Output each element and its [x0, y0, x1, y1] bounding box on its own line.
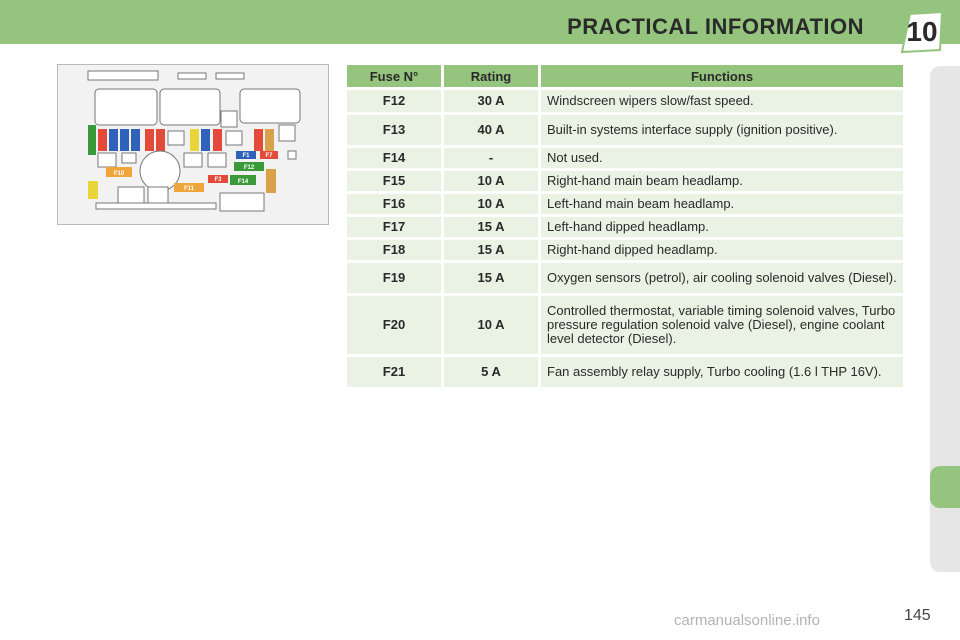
- table-row: F19 15 A Oxygen sensors (petrol), air co…: [347, 263, 903, 293]
- fuse-rating: 15 A: [444, 240, 538, 260]
- fuse-number: F15: [347, 171, 441, 191]
- fuse-number: F20: [347, 296, 441, 354]
- fuse-function: Windscreen wipers slow/fast speed.: [541, 90, 903, 112]
- fuse-number: F14: [347, 148, 441, 168]
- fuse-rating: 15 A: [444, 217, 538, 237]
- diagram-label-f14: F14: [238, 179, 249, 185]
- fuse-number: F12: [347, 90, 441, 112]
- fuse-rating: 10 A: [444, 296, 538, 354]
- fuse-number: F17: [347, 217, 441, 237]
- fuse-rating: 10 A: [444, 171, 538, 191]
- diagram-label-f1: F1: [242, 153, 250, 159]
- page-number: 145: [904, 607, 931, 624]
- fuse-function: Controlled thermostat, variable timing s…: [541, 296, 903, 354]
- fuse-function: Left-hand main beam headlamp.: [541, 194, 903, 214]
- fuse-rating: 10 A: [444, 194, 538, 214]
- table-row: F16 10 A Left-hand main beam headlamp.: [347, 194, 903, 214]
- diagram-label-f3: F3: [214, 177, 222, 183]
- fuse-rating: 15 A: [444, 263, 538, 293]
- table-row: F14 - Not used.: [347, 148, 903, 168]
- side-tab-active: [930, 466, 960, 508]
- fuse-box-diagram: F1 F7 F12 F10 F3 F14 F11: [57, 64, 329, 225]
- table-row: F21 5 A Fan assembly relay supply, Turbo…: [347, 357, 903, 387]
- fuse-function: Not used.: [541, 148, 903, 168]
- table-row: F18 15 A Right-hand dipped headlamp.: [347, 240, 903, 260]
- fuse-function: Oxygen sensors (petrol), air cooling sol…: [541, 263, 903, 293]
- table-row: F20 10 A Controlled thermostat, variable…: [347, 296, 903, 354]
- diagram-label-f10: F10: [114, 171, 125, 177]
- fuse-number: F16: [347, 194, 441, 214]
- fuse-function: Built-in systems interface supply (ignit…: [541, 115, 903, 145]
- diagram-label-f7: F7: [265, 153, 273, 159]
- fuse-number: F21: [347, 357, 441, 387]
- diagram-label-f11: F11: [184, 186, 195, 192]
- table-row: F15 10 A Right-hand main beam headlamp.: [347, 171, 903, 191]
- table-row: F17 15 A Left-hand dipped headlamp.: [347, 217, 903, 237]
- page-title: PRACTICAL INFORMATION: [567, 14, 864, 39]
- fuse-function: Fan assembly relay supply, Turbo cooling…: [541, 357, 903, 387]
- fuse-number: F13: [347, 115, 441, 145]
- header-fuse: Fuse N°: [347, 65, 441, 87]
- chapter-badge: 10: [900, 10, 944, 54]
- fuse-rating: 40 A: [444, 115, 538, 145]
- fuse-function: Right-hand main beam headlamp.: [541, 171, 903, 191]
- fuse-rating: -: [444, 148, 538, 168]
- header-functions: Functions: [541, 65, 903, 87]
- fuse-rating: 30 A: [444, 90, 538, 112]
- header-rating: Rating: [444, 65, 538, 87]
- table-row: F13 40 A Built-in systems interface supp…: [347, 115, 903, 145]
- diagram-label-f12: F12: [244, 165, 255, 171]
- chapter-number: 10: [906, 16, 938, 47]
- fuse-rating: 5 A: [444, 357, 538, 387]
- fuse-number: F19: [347, 263, 441, 293]
- fuse-number: F18: [347, 240, 441, 260]
- fuse-table: Fuse N° Rating Functions F12 30 A Windsc…: [344, 62, 906, 390]
- table-row: F12 30 A Windscreen wipers slow/fast spe…: [347, 90, 903, 112]
- watermark: carmanualsonline.info: [674, 612, 820, 629]
- fuse-function: Left-hand dipped headlamp.: [541, 217, 903, 237]
- header-bar: [0, 0, 960, 44]
- fuse-function: Right-hand dipped headlamp.: [541, 240, 903, 260]
